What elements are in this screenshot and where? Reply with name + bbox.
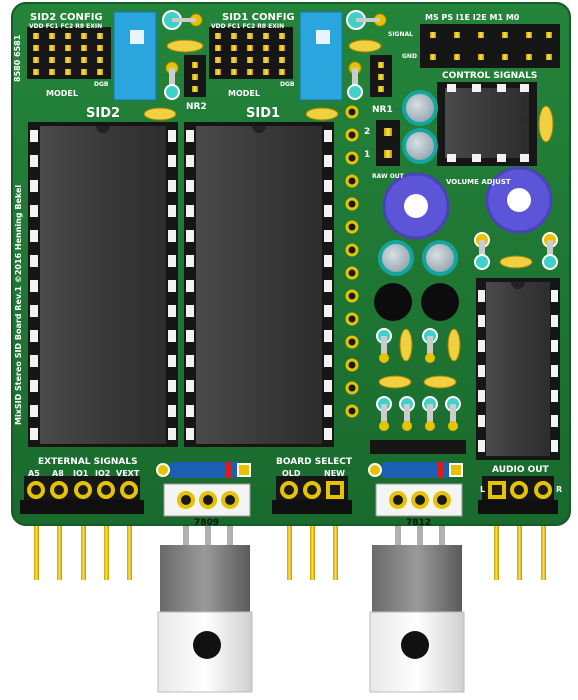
sid1-label: SID1 bbox=[246, 106, 280, 121]
transistors bbox=[374, 283, 459, 321]
sid2-chip bbox=[28, 122, 178, 447]
ext-pin-vext: VEXT bbox=[116, 469, 140, 478]
sid1-config-label: SID1 CONFIG bbox=[222, 12, 295, 23]
control-ic bbox=[437, 82, 554, 166]
silkscreen-labels: SID2 CONFIG SID1 CONFIG VDD FC1 FC2 R8 E… bbox=[13, 12, 562, 528]
audio-out-r: R bbox=[556, 485, 562, 494]
reg-7812-label: 7812 bbox=[406, 518, 431, 528]
bottom-pins bbox=[34, 510, 546, 580]
signal-label: SIGNAL bbox=[388, 31, 413, 38]
ext-pin-a5: A5 bbox=[28, 469, 40, 478]
board-select-old: OLD bbox=[282, 469, 301, 478]
regulator-7812-body bbox=[369, 520, 465, 693]
external-signals-label: EXTERNAL SIGNALS bbox=[38, 457, 138, 467]
gnd-label: GND bbox=[402, 53, 417, 60]
external-signals-connector bbox=[20, 476, 144, 514]
sid1-dgb-label: DGB bbox=[280, 81, 295, 88]
regulator-7809-footprint bbox=[156, 462, 251, 517]
trimmer-sid1 bbox=[299, 11, 343, 101]
ext-pin-io2: IO2 bbox=[95, 469, 110, 478]
volume-pots bbox=[382, 166, 553, 240]
sid2-dgb-label: DGB bbox=[94, 81, 109, 88]
sid1-pins-label: VDD FC1 FC2 R8 EXIN bbox=[211, 23, 284, 30]
small-passives bbox=[370, 232, 558, 454]
sid2-label: SID2 bbox=[86, 106, 120, 121]
control-signals-header bbox=[420, 24, 560, 68]
sid2-config-header bbox=[27, 27, 111, 79]
ext-pin-io1: IO1 bbox=[73, 469, 89, 478]
capacitors bbox=[378, 90, 458, 276]
volume-adjust-label: VOLUME ADJUST bbox=[446, 178, 511, 186]
audio-out-l: L bbox=[480, 485, 485, 494]
audio-out-connector bbox=[478, 476, 558, 514]
raw-out-num2: 2 bbox=[364, 127, 370, 137]
regulator-7812-footprint bbox=[368, 462, 463, 517]
sid1-config-header bbox=[209, 27, 293, 79]
control-pins-label: MS PS I1E I2E M1 M0 bbox=[425, 13, 520, 22]
board-select-label: BOARD SELECT bbox=[276, 457, 353, 467]
control-signals-label: CONTROL SIGNALS bbox=[442, 71, 537, 81]
reg-7809-label: 7809 bbox=[194, 518, 219, 528]
raw-out-header bbox=[376, 120, 400, 166]
sid2-pins-label: VDD FC1 FC2 R8 EXIN bbox=[29, 23, 102, 30]
credits-label: MixSID Stereo SID Board Rev.1 ©2016 Henn… bbox=[14, 185, 23, 425]
sid1-chip bbox=[184, 122, 334, 447]
trimmer-sid2 bbox=[113, 11, 157, 101]
board-select-new: NEW bbox=[324, 469, 345, 478]
chip-types-label: 8580 6581 bbox=[13, 34, 22, 82]
sid1-model-label: MODEL bbox=[228, 89, 260, 98]
audio-out-label: AUDIO OUT bbox=[492, 465, 550, 475]
nr2-label: NR2 bbox=[186, 102, 207, 112]
sid2-config-label: SID2 CONFIG bbox=[30, 12, 103, 23]
board-select-connector bbox=[272, 476, 352, 514]
ext-pin-a8: A8 bbox=[52, 469, 64, 478]
nr1-label: NR1 bbox=[372, 105, 393, 115]
regulator-7809-body bbox=[157, 520, 253, 693]
sid2-model-label: MODEL bbox=[46, 89, 78, 98]
via-column bbox=[345, 105, 359, 418]
raw-out-label: RAW OUT bbox=[372, 173, 405, 180]
audio-ic bbox=[476, 278, 560, 460]
top-small-components bbox=[143, 10, 392, 121]
raw-out-num1: 1 bbox=[364, 150, 370, 160]
